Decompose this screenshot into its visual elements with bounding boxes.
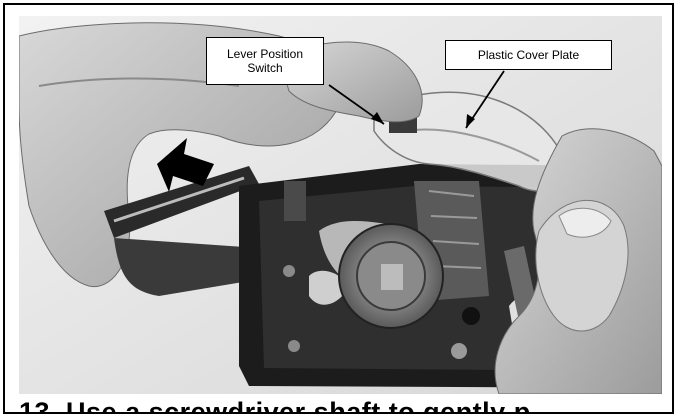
photo-illustration — [19, 16, 662, 394]
dial — [338, 223, 444, 329]
lever-position-switch-callout: Lever Position Switch — [206, 37, 324, 85]
plastic-cover-plate-callout: Plastic Cover Plate — [445, 40, 612, 70]
thumb — [535, 199, 629, 332]
screwdriver-icon — [104, 166, 259, 296]
figure-frame: Lever Position Switch Plastic Cover Plat… — [3, 3, 674, 414]
figure-caption: 13. Use a screwdriver shaft to gently p — [19, 397, 531, 414]
device-photo — [19, 16, 662, 394]
direction-arrow — [157, 138, 214, 192]
left-hand — [19, 22, 342, 288]
